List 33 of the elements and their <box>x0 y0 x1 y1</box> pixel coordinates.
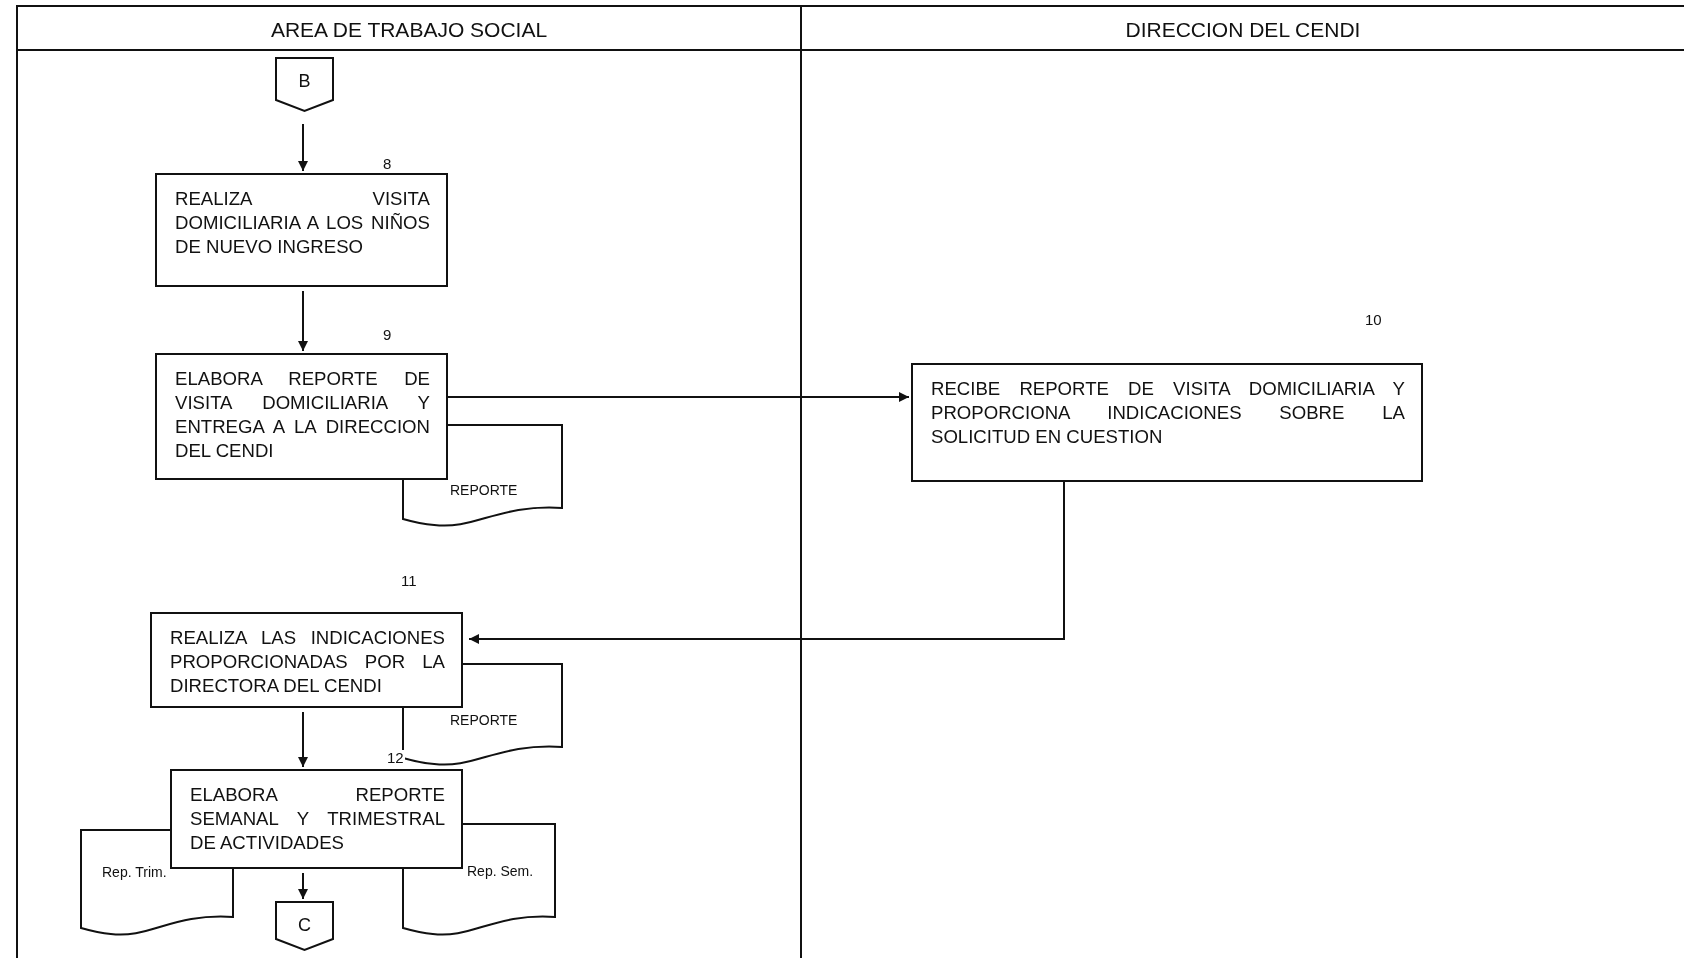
step-number: 9 <box>382 327 393 342</box>
step-text: RECIBE REPORTE DE VISITA DOMICILIARIA Y PROPORCIONA INDICACIONES SOBRE LA SOLICITUD EN CUESTION <box>931 377 1405 449</box>
step-number: 12 <box>386 750 405 765</box>
arrow <box>298 711 308 768</box>
lane-title: DIRECCION DEL CENDI <box>1124 18 1362 42</box>
arrow <box>468 479 1065 644</box>
step-number: 8 <box>382 156 393 171</box>
arrow <box>445 392 910 402</box>
process-box <box>155 173 448 287</box>
arrow <box>298 123 308 172</box>
step-number: 10 <box>1364 312 1383 327</box>
off-page-connector <box>275 57 334 112</box>
connector-letter: B <box>297 71 312 92</box>
step-text: REALIZA LAS INDICACIONES PROPORCIONADAS POR LA DIRECTORA DEL CENDI <box>170 626 445 698</box>
process-box <box>911 363 1423 482</box>
arrow <box>298 290 308 352</box>
process-box <box>170 769 463 869</box>
swimlane <box>800 5 1684 958</box>
step-number: 11 <box>400 573 418 588</box>
off-page-connector <box>275 901 334 951</box>
step-text: REALIZA VISITA DOMICILIARIA A LOS NIÑOS DE NUEVO INGRESO <box>175 187 430 259</box>
process-box <box>150 612 463 708</box>
document-label: Rep. Sem. <box>467 863 535 879</box>
connector-letter: C <box>297 915 312 936</box>
step-text: ELABORA REPORTE DE VISITA DOMICILIARIA Y ENTREGA A LA DIRECCION DEL CENDI <box>175 367 430 463</box>
arrow <box>298 872 308 900</box>
document-label: REPORTE <box>450 482 519 498</box>
swimlane <box>16 5 800 958</box>
step-text: ELABORA REPORTE SEMANAL Y TRIMESTRAL DE ACTIVIDADES <box>190 783 445 855</box>
lane-title: AREA DE TRABAJO SOCIAL <box>269 18 549 42</box>
document-label: Rep. Trim. <box>102 864 168 880</box>
process-box <box>155 353 448 480</box>
document-label: REPORTE <box>450 712 519 728</box>
